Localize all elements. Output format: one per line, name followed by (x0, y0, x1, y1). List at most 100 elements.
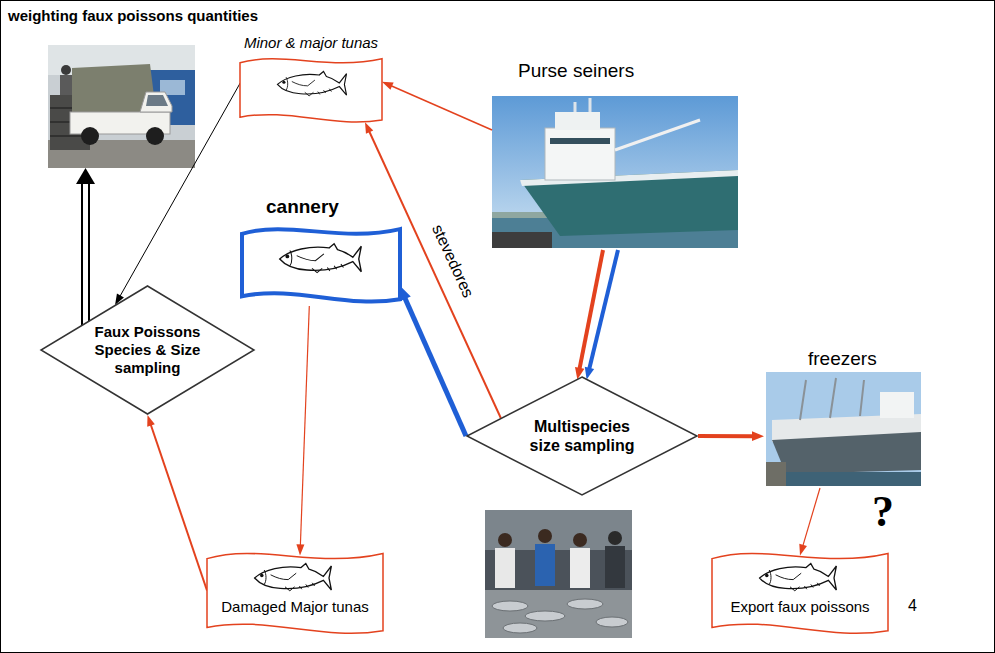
double-arrow (88, 182, 90, 321)
flow-connector (698, 431, 764, 441)
photo-node: Purse seiners (490, 58, 740, 250)
fish-icon (255, 564, 332, 590)
banner-outline (242, 229, 400, 301)
purse-seiner-photo (575, 98, 590, 112)
fish-icon (286, 77, 288, 90)
purse-seiner-photo (545, 128, 615, 180)
fish-icon (769, 570, 771, 584)
freezer-ship-photo (766, 372, 921, 486)
truck-photo (48, 45, 195, 168)
connector-line (405, 298, 466, 436)
fish-icon (285, 255, 289, 259)
sampling-photo (492, 601, 528, 611)
arrow-head (799, 544, 807, 556)
fish-icon (260, 574, 264, 578)
fish-icon (776, 573, 802, 579)
arrow-head (147, 415, 155, 427)
banner-outline (207, 553, 383, 633)
catch-banner: Export faux poissons (700, 550, 900, 640)
truck-photo (146, 95, 168, 106)
node-label: Damaged Major tunas (195, 598, 395, 616)
freezer-ship-photo (772, 432, 921, 474)
decision-diamond: Faux Poissons Species & Size sampling (40, 285, 255, 415)
flow-connector (147, 415, 207, 591)
node-label: Minor & major tunas (236, 34, 386, 52)
connector-line (120, 82, 241, 297)
purse-seiner-photo (492, 96, 738, 248)
double-arrow (76, 168, 95, 325)
connector-line (151, 424, 207, 590)
sampling-photo (485, 510, 632, 550)
truck-photo (61, 65, 71, 75)
node-label: cannery (266, 196, 396, 219)
sampling-photo (596, 617, 628, 627)
sampling-photo (485, 590, 632, 638)
freezer-ship-photo (800, 378, 864, 420)
purse-seiner-photo (555, 112, 600, 130)
freezer-ship-photo (766, 462, 786, 486)
arrow-head (296, 544, 304, 555)
fish-icon (285, 583, 315, 591)
fish-icon (292, 80, 315, 86)
arrow-head (382, 82, 394, 90)
sampling-photo (573, 533, 587, 547)
truck-photo (140, 92, 172, 112)
flow-connector (115, 82, 241, 305)
fish-icon (305, 89, 332, 96)
node-label: Multispecies size sampling (522, 417, 642, 455)
fish-icon (271, 573, 297, 579)
sampling-photo (608, 531, 622, 545)
freezer-ship-photo (766, 472, 921, 486)
fish-icon (282, 81, 285, 84)
arrow-head (585, 367, 594, 380)
flow-connector (799, 488, 820, 555)
sampling-photo (498, 533, 512, 547)
diamond-outline (467, 377, 697, 495)
double-arrow (81, 182, 83, 325)
diamond-outline (466, 376, 698, 496)
purse-seiner-photo (615, 120, 700, 150)
sampling-photo (495, 548, 515, 588)
arrow-head (752, 431, 764, 441)
connector-line (300, 306, 309, 545)
truck-photo (48, 45, 195, 168)
decision-diamond: Multispecies size sampling (466, 376, 698, 496)
edge-label: stevedores (427, 220, 479, 303)
connector-line (803, 488, 820, 546)
fish-icon (277, 71, 346, 95)
banner-outline (195, 550, 395, 640)
flow-connector (296, 306, 309, 555)
fish-icon (297, 254, 324, 261)
node-label: Export faux poissons (700, 598, 900, 616)
fish-icon (264, 570, 266, 584)
sampling-photo (525, 611, 565, 621)
connector-line (391, 86, 492, 130)
node-label: Faux Poissons Species & Size sampling (82, 323, 213, 377)
node-label: freezers (808, 348, 920, 371)
arrow-head (365, 122, 373, 134)
fish-icon (255, 564, 332, 591)
fish-icon (280, 244, 362, 273)
catch-banner: Minor & major tunas (236, 34, 386, 124)
sampling-photo (570, 548, 590, 588)
truck-photo (60, 75, 72, 95)
sampling-photo (538, 529, 552, 543)
sampling-photo (535, 544, 555, 586)
fish-icon (280, 244, 362, 272)
fish-icon (290, 251, 292, 266)
sampling-photo (503, 623, 537, 633)
banner-outline (240, 59, 382, 122)
truck-photo (146, 127, 164, 145)
fish-icon (790, 583, 820, 591)
connector-line (589, 250, 618, 369)
photo-node: freezers (764, 348, 924, 488)
fish-icon (765, 574, 769, 578)
sampling-photo (485, 510, 632, 638)
truck-photo (81, 127, 99, 145)
banner-outline (700, 550, 900, 640)
diamond-outline (41, 286, 254, 414)
catch-banner: Damaged Major tunas (195, 550, 395, 640)
purse-seiner-photo (492, 96, 738, 248)
